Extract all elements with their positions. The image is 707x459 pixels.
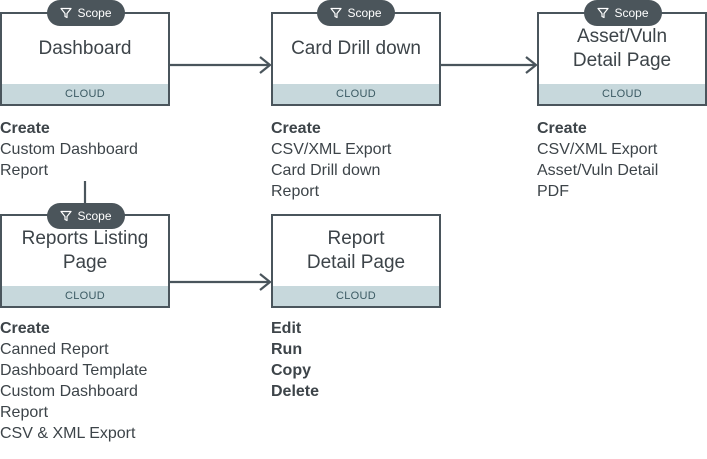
- node-title: Card Drill down: [273, 14, 439, 83]
- cloud-band: CLOUD: [273, 286, 439, 306]
- cloud-band: CLOUD: [273, 84, 439, 104]
- actions-heading: Create: [0, 120, 50, 137]
- scope-pill[interactable]: Scope: [584, 0, 662, 26]
- node-title: Dashboard: [2, 14, 168, 83]
- scope-pill[interactable]: Scope: [47, 0, 125, 26]
- action-item[interactable]: CSV/XML Export: [537, 141, 658, 158]
- action-item[interactable]: CSV/XML Export: [271, 141, 392, 158]
- node-report-detail[interactable]: Report Detail Page CLOUD: [271, 214, 441, 308]
- actions-card-drill-down: Create CSV/XML Export Card Drill down Re…: [271, 118, 391, 202]
- action-item[interactable]: Report: [271, 183, 320, 200]
- action-item[interactable]: Dashboard Template: [0, 362, 148, 379]
- node-title: Report Detail Page: [273, 216, 439, 285]
- node-title-line: Dashboard: [38, 37, 132, 59]
- run-action[interactable]: Run: [271, 341, 303, 358]
- filter-icon: [60, 210, 73, 222]
- scope-label: Scope: [614, 6, 649, 20]
- scope-pill[interactable]: Scope: [47, 203, 125, 229]
- node-title-line: Report: [327, 227, 385, 249]
- edit-action[interactable]: Edit: [271, 320, 302, 337]
- actions-heading: Create: [271, 120, 321, 137]
- cloud-band: CLOUD: [2, 286, 168, 306]
- node-asset-vuln-detail[interactable]: Asset/Vuln Detail Page CLOUD: [537, 12, 707, 106]
- actions-dashboard: Create Custom Dashboard Report: [0, 118, 138, 181]
- node-title-line: Asset/Vuln: [576, 25, 668, 47]
- node-title: Reports Listing Page: [2, 216, 168, 285]
- action-item[interactable]: Asset/Vuln Detail: [537, 162, 659, 179]
- actions-heading: Create: [0, 320, 50, 337]
- node-card-drill-down[interactable]: Card Drill down CLOUD: [271, 12, 441, 106]
- delete-action[interactable]: Delete: [271, 383, 320, 400]
- actions-report-detail: Edit Run Copy Delete: [271, 318, 319, 402]
- cloud-band: CLOUD: [539, 84, 705, 104]
- node-title-line: Card Drill down: [291, 37, 421, 59]
- actions-reports-listing: Create Canned Report Dashboard Template …: [0, 318, 147, 444]
- node-title-line: Page: [62, 251, 108, 273]
- filter-icon: [597, 7, 610, 19]
- actions-heading: Create: [537, 120, 587, 137]
- action-item[interactable]: Custom Dashboard: [0, 383, 138, 400]
- node-dashboard[interactable]: Dashboard CLOUD: [0, 12, 170, 106]
- cloud-band: CLOUD: [2, 84, 168, 104]
- action-item[interactable]: Card Drill down: [271, 162, 381, 179]
- action-item[interactable]: Custom Dashboard: [0, 141, 138, 158]
- node-title-line: Detail Page: [572, 49, 672, 71]
- action-item[interactable]: PDF: [537, 183, 569, 200]
- node-title: Asset/Vuln Detail Page: [539, 14, 705, 83]
- action-item[interactable]: CSV & XML Export: [0, 425, 136, 442]
- scope-pill[interactable]: Scope: [317, 0, 395, 26]
- node-title-line: Detail Page: [306, 251, 406, 273]
- filter-icon: [60, 7, 73, 19]
- action-item[interactable]: Canned Report: [0, 341, 109, 358]
- copy-action[interactable]: Copy: [271, 362, 311, 379]
- scope-label: Scope: [77, 209, 112, 223]
- node-title-line: Reports Listing: [21, 227, 149, 249]
- actions-asset-vuln-detail: Create CSV/XML Export Asset/Vuln Detail …: [537, 118, 658, 202]
- action-item[interactable]: Report: [0, 162, 49, 179]
- scope-label: Scope: [77, 6, 112, 20]
- filter-icon: [330, 7, 343, 19]
- action-item[interactable]: Report: [0, 404, 49, 421]
- scope-label: Scope: [347, 6, 382, 20]
